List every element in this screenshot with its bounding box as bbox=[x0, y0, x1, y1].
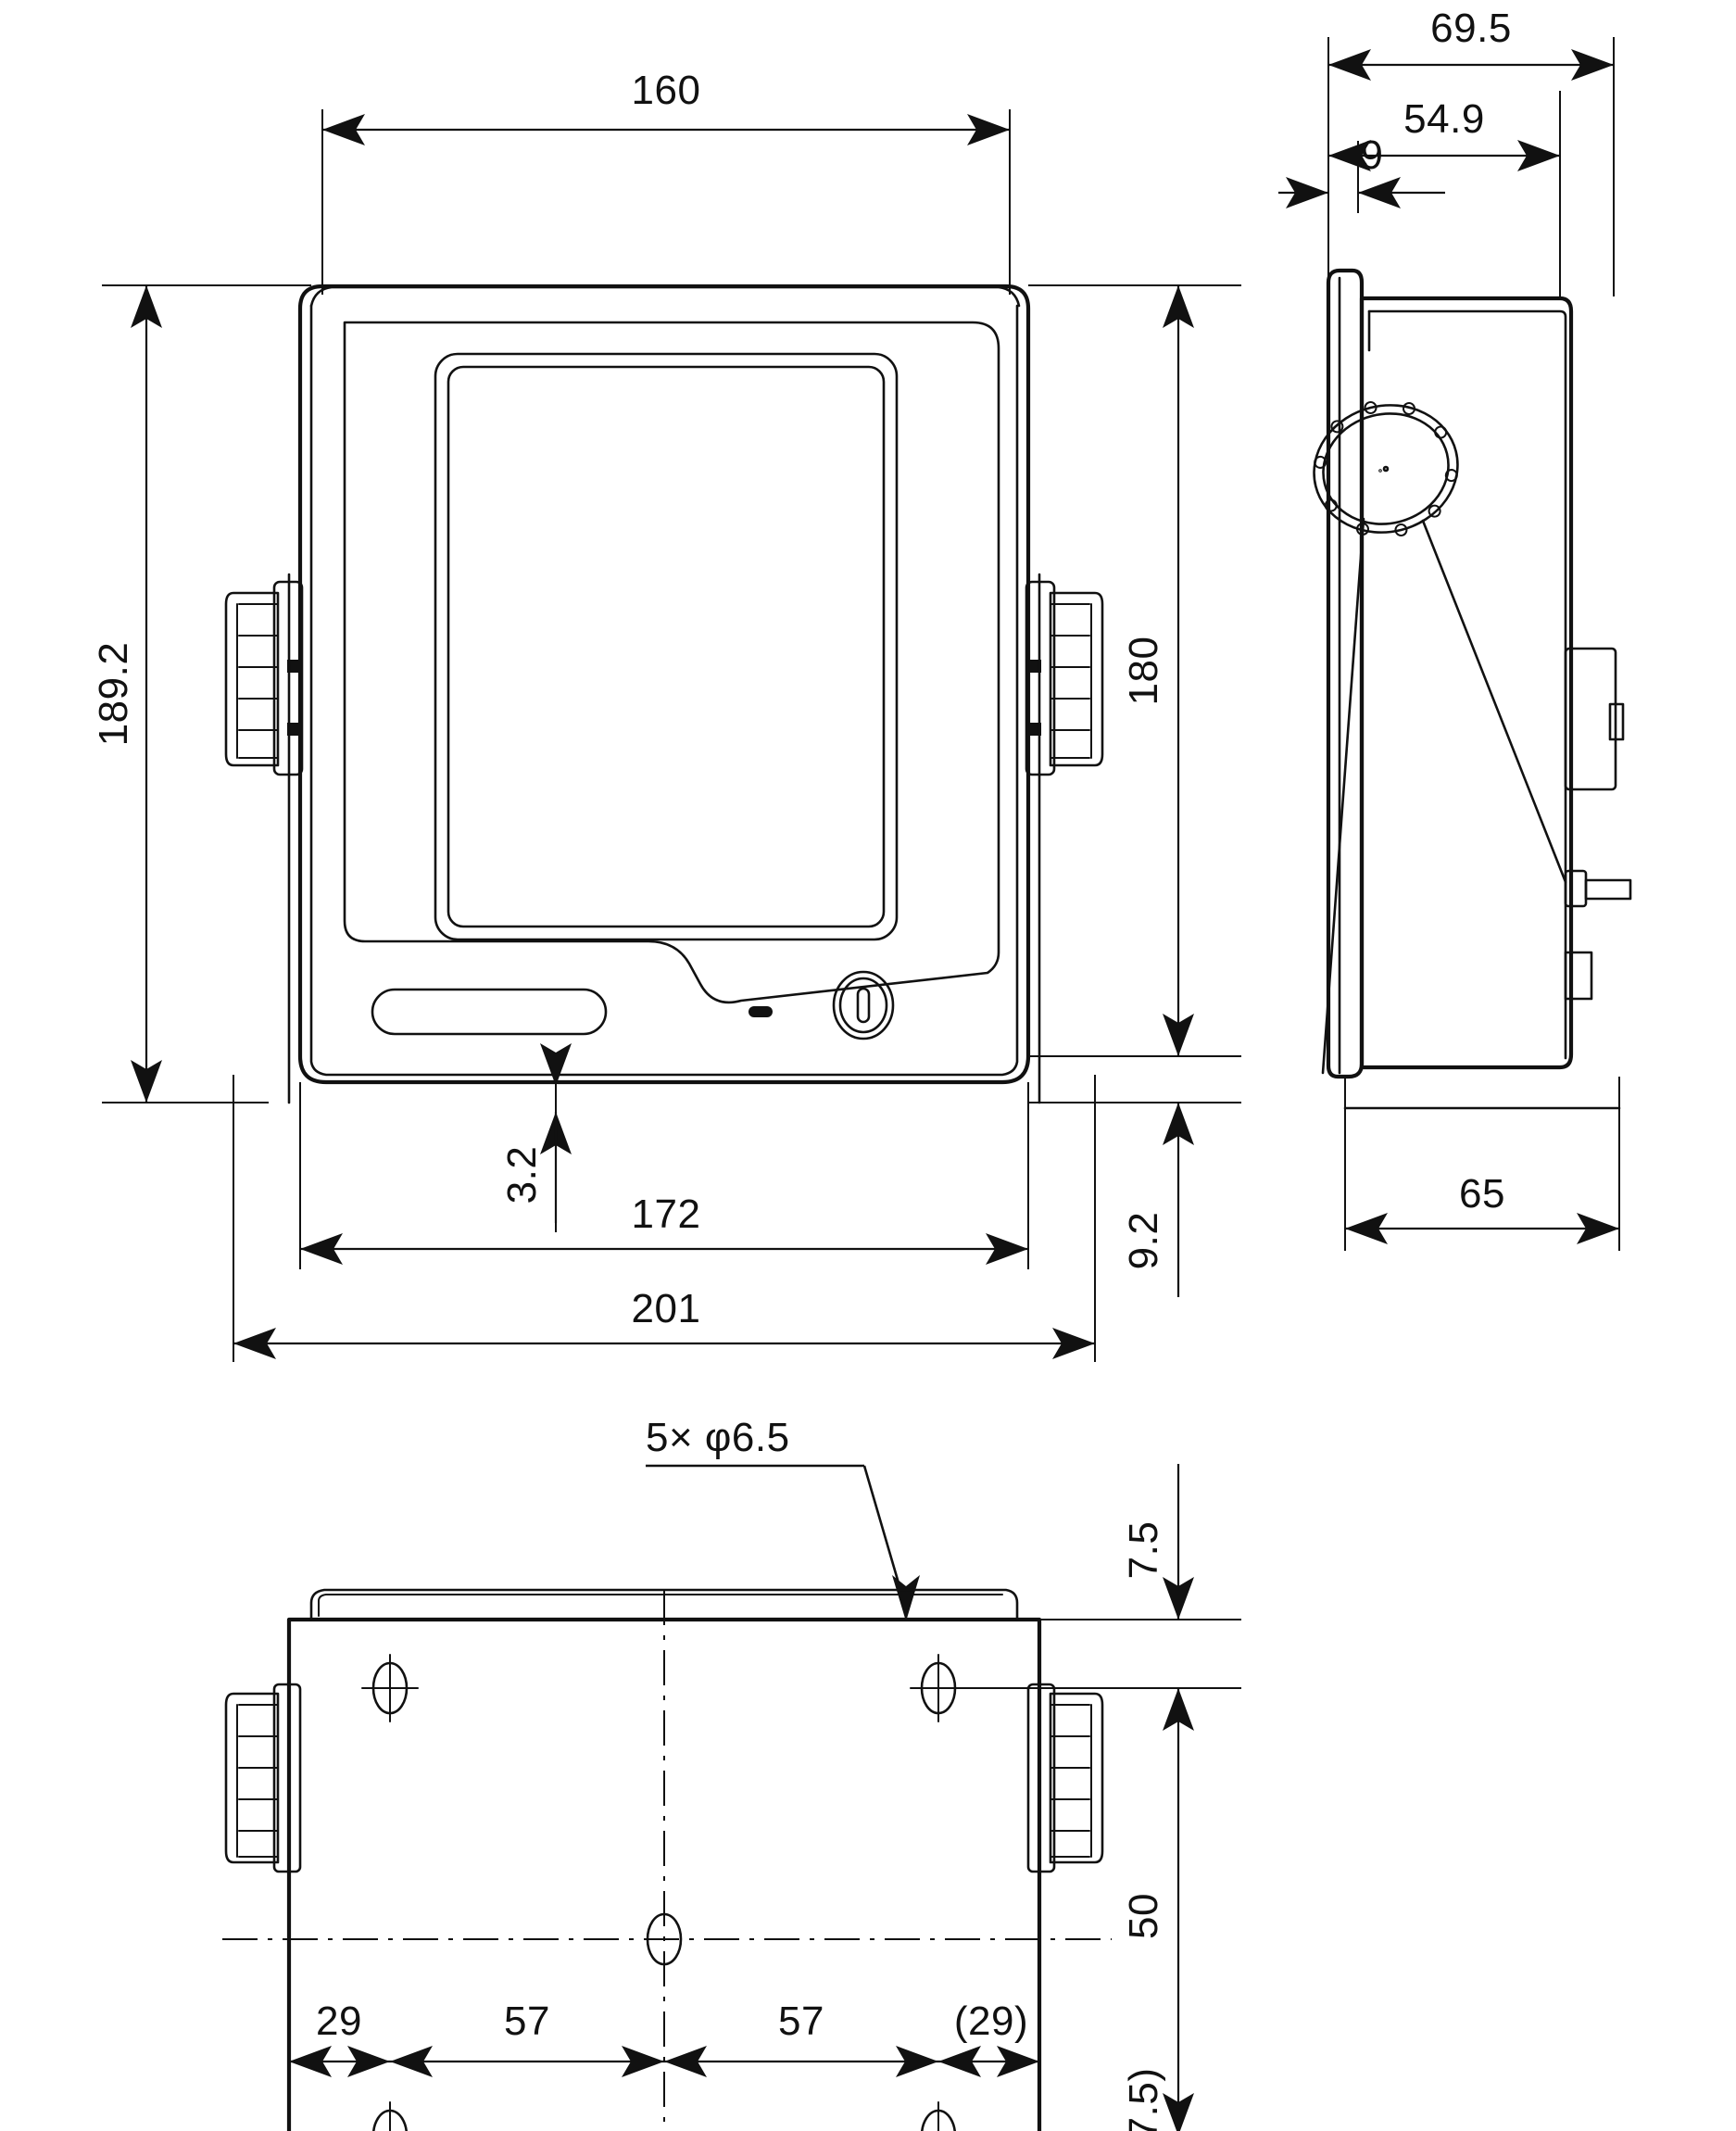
power-button-inner-ring[interactable] bbox=[838, 977, 888, 1034]
bracket-arm-right bbox=[1421, 519, 1567, 884]
side-view bbox=[1278, 37, 1632, 1251]
front-body-outline bbox=[297, 284, 1031, 1085]
rear-lower-block bbox=[1564, 951, 1593, 1001]
callout-text-5x-phi6-5: 5× φ6.5 bbox=[646, 1415, 790, 1460]
left-tilt-knob[interactable] bbox=[224, 580, 304, 776]
dim-text-7-5-ref: (7.5) bbox=[1121, 2068, 1166, 2131]
dim-text-172: 172 bbox=[632, 1192, 701, 1237]
dim-text-9: 9 bbox=[1361, 132, 1384, 178]
rear-connector bbox=[1564, 647, 1617, 791]
dim-text-65: 65 bbox=[1459, 1171, 1505, 1217]
rear-screw-shank bbox=[1584, 878, 1632, 901]
mount-hole bbox=[921, 2101, 956, 2131]
front-body-inner-edge bbox=[309, 304, 1019, 1077]
mount-hole bbox=[361, 1654, 419, 1722]
dim-text-57-a: 57 bbox=[504, 1999, 550, 2044]
front-view bbox=[102, 109, 1241, 1362]
led-indicator bbox=[748, 1006, 773, 1017]
swivel-mount-ring bbox=[1313, 401, 1459, 536]
dim-text-69-5: 69.5 bbox=[1430, 6, 1512, 51]
front-top-bevel bbox=[309, 285, 1021, 308]
mount-hole bbox=[646, 1912, 683, 1966]
display-screen[interactable] bbox=[447, 365, 886, 928]
bottom-view bbox=[222, 1464, 1241, 2131]
dim-text-54-9: 54.9 bbox=[1403, 96, 1485, 142]
dim-text-201: 201 bbox=[632, 1286, 701, 1331]
dim-text-29: 29 bbox=[316, 1999, 362, 2044]
label-slot bbox=[371, 988, 608, 1036]
callout-arrowhead bbox=[892, 1575, 920, 1621]
dim-text-50: 50 bbox=[1121, 1893, 1166, 1939]
side-chassis bbox=[1359, 296, 1574, 1070]
power-icon bbox=[856, 987, 871, 1024]
front-inner-face bbox=[343, 321, 1000, 1004]
mount-plate-lip-inner bbox=[318, 1594, 1003, 1617]
dim-text-189-2: 189.2 bbox=[91, 642, 136, 747]
swivel-inner-ring bbox=[1322, 412, 1450, 525]
swivel-outer-ring bbox=[1313, 404, 1459, 534]
dim-text-3-2: 3.2 bbox=[499, 1146, 545, 1204]
dim-text-7-5: 7.5 bbox=[1121, 1521, 1166, 1580]
side-front-panel bbox=[1326, 268, 1365, 1079]
bottom-left-knob bbox=[224, 1683, 302, 1873]
display-bezel-outer bbox=[434, 352, 899, 941]
bottom-right-knob bbox=[1026, 1683, 1104, 1873]
dim-text-57-b: 57 bbox=[778, 1999, 824, 2044]
dim-text-29-ref: (29) bbox=[954, 1999, 1028, 2044]
dim-text-160: 160 bbox=[632, 68, 701, 113]
rear-connector-tab bbox=[1608, 702, 1625, 741]
right-tilt-knob[interactable] bbox=[1025, 580, 1104, 776]
mount-hole bbox=[372, 2101, 408, 2131]
dim-text-9-2: 9.2 bbox=[1121, 1212, 1166, 1270]
rear-screw-head bbox=[1564, 869, 1588, 908]
power-button-outer-ring[interactable] bbox=[832, 970, 895, 1040]
side-chassis-inner bbox=[1367, 309, 1567, 1060]
bracket-arm-left bbox=[1321, 517, 1365, 1075]
dim-text-180: 180 bbox=[1121, 637, 1166, 706]
